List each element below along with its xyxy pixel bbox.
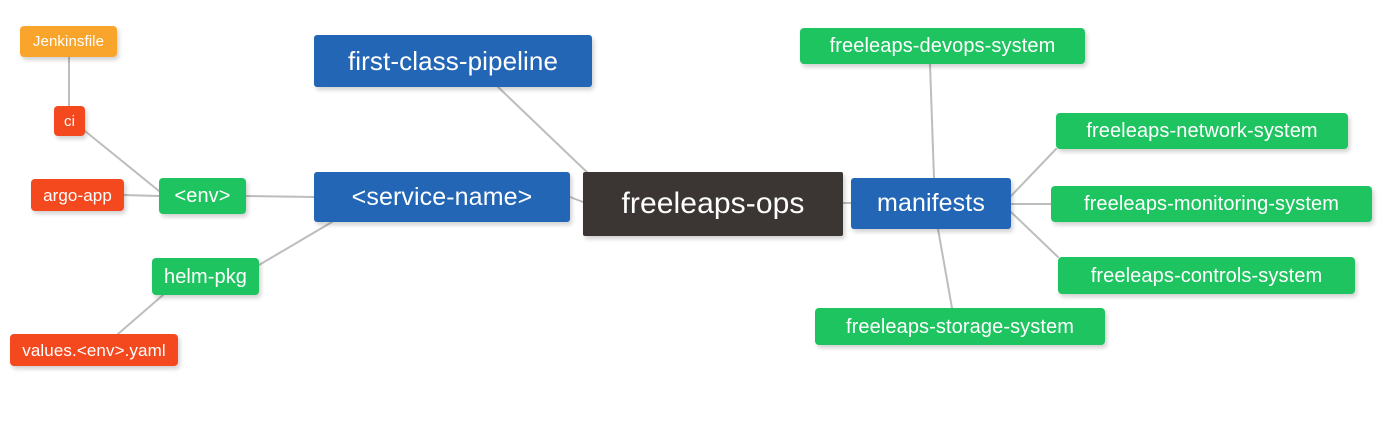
mindmap-node-values-yaml[interactable]: values.<env>.yaml [10,334,178,366]
node-label: ci [63,112,76,130]
mindmap-node-jenkinsfile[interactable]: Jenkinsfile [20,26,117,57]
mindmap-node-helm-pkg[interactable]: helm-pkg [152,258,259,295]
mindmap-node-service-name[interactable]: <service-name> [314,172,570,222]
edge-freeleaps-ops-to-first-class-pipeline [497,86,592,177]
node-label: values.<env>.yaml [22,340,166,360]
mindmap-node-freeleaps-network-system[interactable]: freeleaps-network-system [1056,113,1348,149]
node-label: helm-pkg [163,265,248,288]
edge-freeleaps-ops-to-service-name [569,196,584,203]
node-label: freeleaps-ops [621,187,805,220]
mindmap-node-ci[interactable]: ci [54,106,85,136]
node-label: Jenkinsfile [32,33,105,50]
mindmap-node-env[interactable]: <env> [159,178,246,214]
mindmap-node-freeleaps-storage-system[interactable]: freeleaps-storage-system [815,308,1105,345]
edge-manifests-to-freeleaps-storage-system [937,228,953,309]
node-label: argo-app [43,185,112,205]
node-label: <service-name> [351,182,533,211]
mindmap-node-freeleaps-devops-system[interactable]: freeleaps-devops-system [800,28,1085,64]
node-label: <env> [174,185,231,207]
node-label: freeleaps-controls-system [1090,264,1323,287]
node-label: first-class-pipeline [347,46,559,76]
edge-manifests-to-freeleaps-network-system [1010,148,1057,197]
edge-helm-pkg-to-values-yaml [117,294,164,335]
edge-service-name-to-helm-pkg [258,221,333,266]
edge-env-to-argo-app [123,194,160,197]
mindmap-node-first-class-pipeline[interactable]: first-class-pipeline [314,35,592,87]
mindmap-node-freeleaps-ops[interactable]: freeleaps-ops [583,172,843,236]
mindmap-node-freeleaps-monitoring-system[interactable]: freeleaps-monitoring-system [1051,186,1372,222]
node-label: manifests [877,189,985,217]
mindmap-node-freeleaps-controls-system[interactable]: freeleaps-controls-system [1058,257,1355,294]
node-label: freeleaps-devops-system [829,35,1056,57]
node-label: freeleaps-storage-system [845,315,1075,338]
mindmap-node-manifests[interactable]: manifests [851,178,1011,229]
edge-service-name-to-env [245,195,315,198]
node-label: freeleaps-monitoring-system [1083,193,1339,215]
edge-manifests-to-freeleaps-devops-system [929,63,935,179]
node-label: freeleaps-network-system [1086,120,1318,142]
mindmap-node-argo-app[interactable]: argo-app [31,179,124,211]
